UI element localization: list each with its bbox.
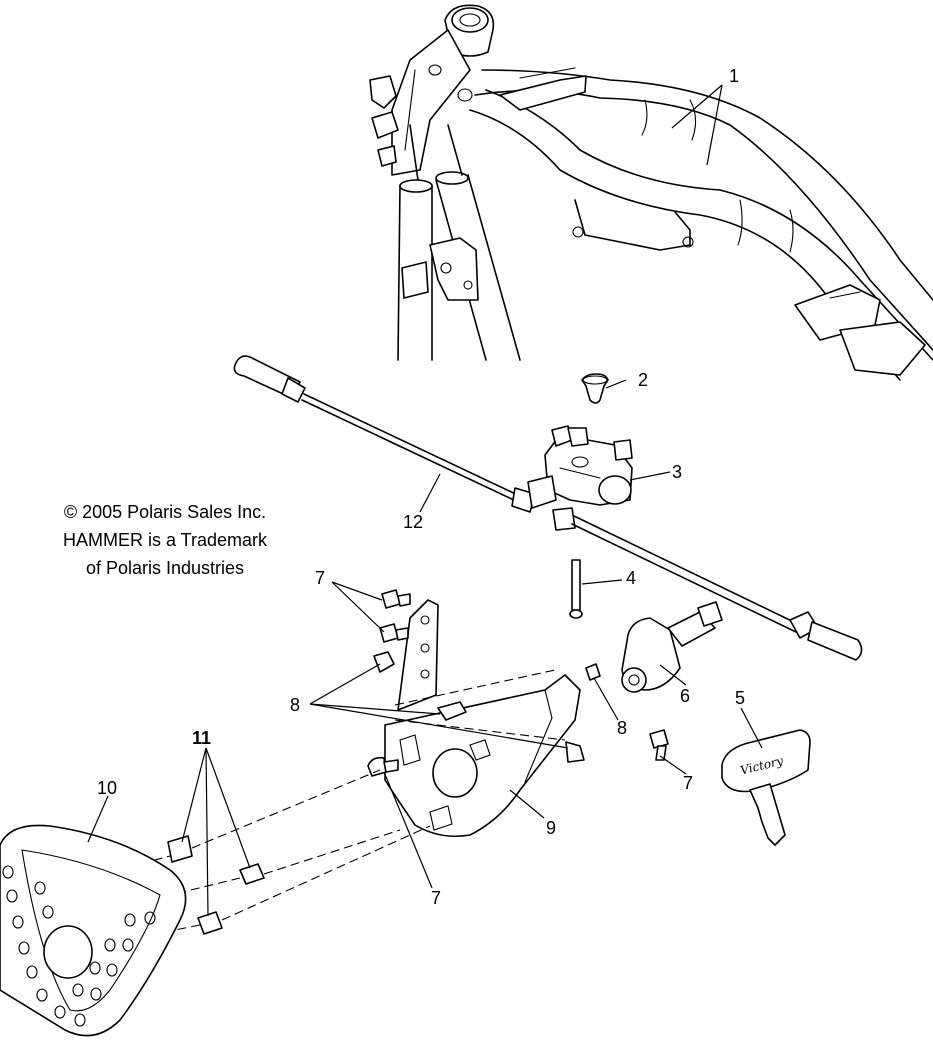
- callout-7-lower: 7: [431, 888, 442, 908]
- mounting-bracket: [384, 599, 581, 838]
- bolt-parts: [367, 589, 669, 777]
- clip-parts: [373, 651, 601, 763]
- leader-lines: [87, 84, 763, 917]
- callout-7-right: 7: [683, 773, 694, 793]
- callout-8-left: 8: [290, 695, 301, 715]
- copyright-line-2: HAMMER is a Trademark: [62, 530, 268, 550]
- callout-5: 5: [735, 688, 746, 708]
- copyright-line-1: © 2005 Polaris Sales Inc.: [63, 502, 267, 522]
- switch-housing-part: [527, 425, 633, 509]
- fastener-clip-parts: [167, 835, 265, 935]
- callout-2: 2: [638, 370, 649, 390]
- callout-10: 10: [97, 778, 118, 798]
- copyright-note: © 2005 Polaris Sales Inc. HAMMER is a Tr…: [40, 498, 290, 582]
- grommet-part: [581, 373, 609, 404]
- callout-1: 1: [729, 66, 740, 86]
- cover-holes: [2, 865, 156, 1027]
- callout-3: 3: [672, 462, 683, 482]
- copyright-line-3: of Polaris Industries: [85, 558, 245, 578]
- ignition-lock-part: [621, 601, 723, 693]
- key-part: Victory: [721, 729, 811, 846]
- pin-part: [569, 559, 583, 619]
- callout-4: 4: [626, 568, 637, 588]
- callout-9: 9: [546, 818, 557, 838]
- cover-part: [0, 824, 187, 1037]
- frame-assembly: [369, 4, 933, 381]
- callout-6: 6: [680, 686, 691, 706]
- cable-assembly: [233, 355, 863, 661]
- callout-7-upper: 7: [315, 568, 326, 588]
- callout-11: 11: [192, 728, 212, 748]
- callout-12: 12: [403, 512, 424, 532]
- callout-8-right: 8: [617, 718, 628, 738]
